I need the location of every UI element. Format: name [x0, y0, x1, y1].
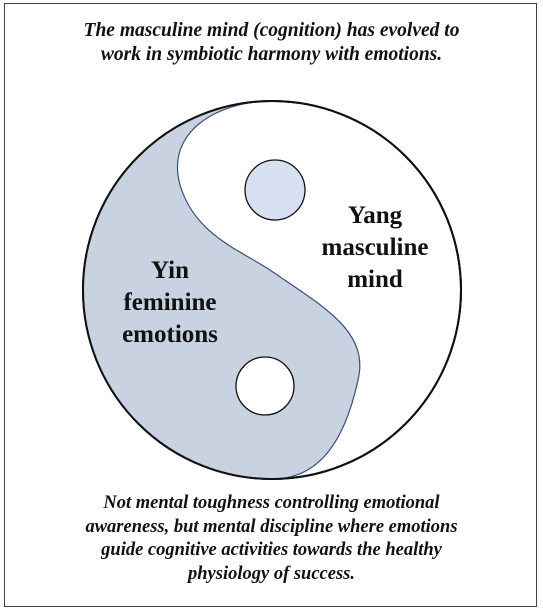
yang-label: Yang masculine mind	[305, 200, 445, 296]
top-caption-line: work in symbiotic harmony with emotions.	[100, 44, 443, 65]
yin-dot	[235, 356, 295, 416]
top-caption-line: The masculine mind (cognition) has evolv…	[83, 20, 460, 41]
yin-label-line: Yin	[151, 257, 189, 284]
bottom-caption: Not mental toughness controlling emotion…	[24, 492, 519, 586]
yang-label-line: Yang	[347, 202, 403, 229]
yin-label-line: emotions	[122, 321, 218, 348]
bottom-caption-line: Not mental toughness controlling emotion…	[103, 493, 440, 513]
bottom-caption-line: physiology of success.	[188, 563, 355, 584]
yin-yang-outline	[82, 100, 462, 480]
yang-label-line: mind	[347, 266, 403, 293]
yang-label-line: masculine	[321, 234, 429, 261]
figure-frame	[4, 3, 537, 607]
bottom-caption-line: guide cognitive activities towards the h…	[101, 540, 442, 560]
yang-dot	[244, 159, 306, 221]
bottom-caption-line: awareness, but mental discipline where e…	[85, 516, 458, 537]
yin-label: Yin feminine emotions	[100, 255, 240, 351]
top-caption: The masculine mind (cognition) has evolv…	[20, 19, 523, 67]
yin-label-line: feminine	[123, 289, 217, 316]
